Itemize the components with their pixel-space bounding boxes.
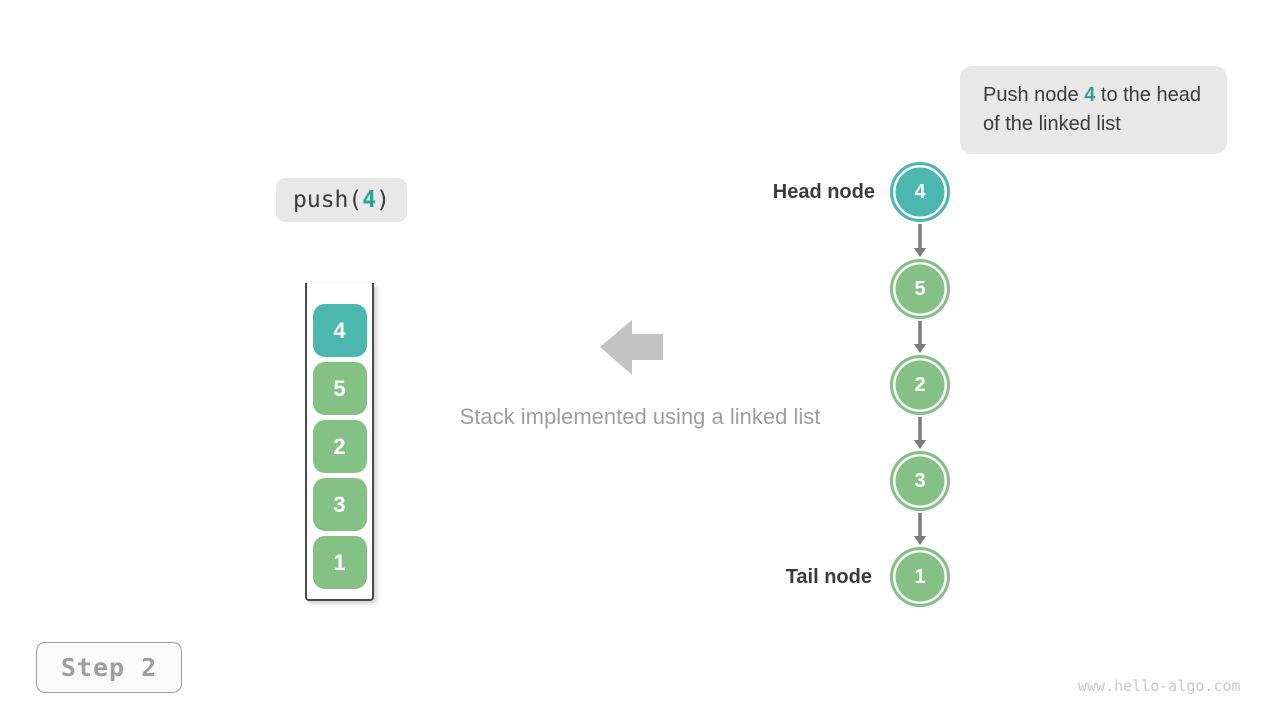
stack-item: 5	[312, 362, 367, 415]
step-badge: Step 2	[36, 642, 182, 693]
callout-text-suffix: to the head of the linked list	[983, 84, 1201, 135]
push-operation-label: push(4)	[276, 178, 407, 222]
head-node-label: Head node	[772, 181, 875, 203]
stack-container: 4 5 2 3 1	[305, 283, 374, 601]
operation-arg: 4	[362, 187, 377, 213]
tail-node-label: Tail node	[785, 566, 872, 588]
callout-text-prefix: Push node	[983, 84, 1085, 106]
callout-bubble: Push node 4 to the head of the linked li…	[960, 66, 1227, 154]
stack-item: 2	[312, 420, 367, 473]
linked-list-node: 2	[890, 355, 950, 415]
watermark-url: www.hello-algo.com	[1078, 677, 1241, 695]
left-block-arrow-icon	[600, 320, 663, 375]
linked-list-node: 3	[890, 451, 950, 511]
linked-list-node: 1	[890, 547, 950, 607]
callout-highlight-value: 4	[1084, 84, 1096, 106]
linked-list-node: 5	[890, 259, 950, 319]
stack-item: 3	[312, 478, 367, 531]
operation-prefix: push(	[293, 187, 363, 213]
operation-suffix: )	[376, 187, 390, 213]
caption-text: Stack implemented using a linked list	[459, 404, 821, 429]
stack-item: 4	[312, 304, 367, 357]
linked-list-arrows	[914, 224, 926, 545]
linked-list: 4 5 2 3 1	[890, 162, 950, 612]
stack-item: 1	[312, 536, 367, 589]
linked-list-node: 4	[890, 162, 950, 222]
